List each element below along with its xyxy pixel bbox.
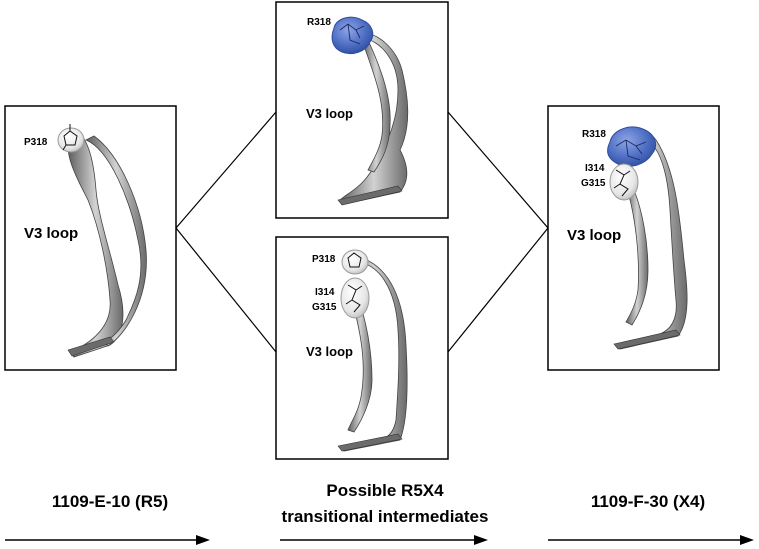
ribbon-right <box>615 130 688 350</box>
label-middle-top-r318: R318 <box>307 17 331 28</box>
label-right-i314: I314 <box>585 163 605 174</box>
residue-middle-top-r318 <box>331 16 374 55</box>
panel-right: R318 I314 G315 V3 loop <box>547 105 720 371</box>
label-intermediates-line1: Possible R5X4 <box>326 481 444 500</box>
label-strain-r5: 1109-E-10 (R5) <box>51 492 169 511</box>
ribbon-right-strand <box>625 189 649 326</box>
residue-middle-bottom-p318 <box>341 249 369 275</box>
ribbon-middle-top-strand <box>361 39 391 173</box>
ribbon-right-tail <box>613 329 681 350</box>
label-right-v3loop: V3 loop <box>567 227 621 244</box>
residue-right-i314-g315 <box>609 163 639 201</box>
label-left-v3loop: V3 loop <box>24 225 78 242</box>
label-middle-top-v3loop: V3 loop <box>306 106 353 121</box>
panel-left-frame <box>4 105 177 371</box>
ribbon-middle-bottom-strand <box>347 297 373 433</box>
label-left-p318: P318 <box>24 137 48 148</box>
label-middle-bottom-i314: I314 <box>315 287 335 298</box>
arrow-left-head <box>196 535 210 545</box>
panel-middle-top: R318 V3 loop <box>275 1 449 219</box>
ribbon-middle-top-tail <box>337 185 403 206</box>
connector-left-lower <box>175 227 277 353</box>
label-intermediates: Possible R5X4 transitional intermediates <box>270 478 500 530</box>
label-intermediates-line2: transitional intermediates <box>281 507 489 526</box>
connector-lines <box>175 111 549 353</box>
ribbon-left-tail <box>67 336 115 357</box>
label-middle-bottom-g315: G315 <box>312 302 337 313</box>
residue-right-r318 <box>607 126 656 167</box>
label-strain-x4: 1109-F-30 (X4) <box>590 492 706 511</box>
panel-left: P318 V3 loop <box>4 105 177 371</box>
panel-middle-bottom: P318 I314 G315 V3 loop <box>275 236 449 460</box>
arrow-right-head <box>740 535 754 545</box>
label-right-r318: R318 <box>582 129 606 140</box>
label-middle-bottom-p318: P318 <box>312 254 336 265</box>
arrow-middle-head <box>474 535 488 545</box>
residue-middle-bottom-i314-g315 <box>340 277 370 319</box>
ribbon-middle-bottom-tail <box>337 433 403 452</box>
connector-right-upper <box>447 111 549 229</box>
residue-left-p318 <box>57 124 85 153</box>
connector-left-upper <box>175 111 277 229</box>
connector-right-lower <box>447 227 549 353</box>
label-right-g315: G315 <box>581 178 606 189</box>
label-middle-bottom-v3loop: V3 loop <box>306 344 353 359</box>
timeline-arrows <box>5 535 754 545</box>
